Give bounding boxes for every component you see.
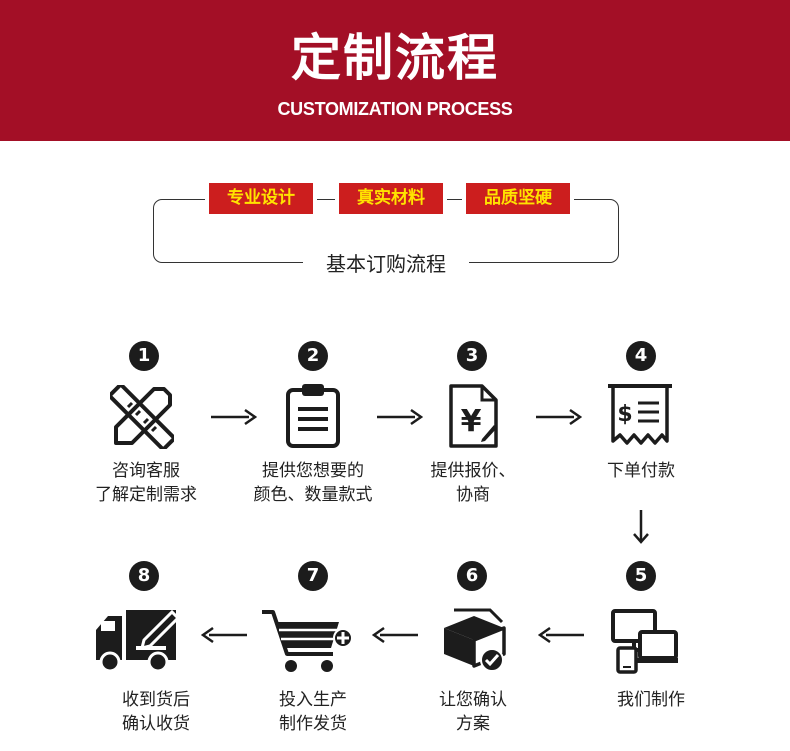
arrow-right-icon (211, 408, 257, 426)
step-6-line-1: 让您确认 (439, 690, 507, 710)
step-2-line-1: 提供您想要的 (262, 461, 364, 481)
step-4-number: 4 (626, 341, 656, 371)
step-7-label: 投入生产 制作发货 (213, 688, 413, 736)
step-3-line-2: 协商 (456, 485, 490, 505)
step-1-line-2: 了解定制需求 (95, 485, 197, 505)
arrow-left-icon (538, 626, 584, 644)
arrow-left-icon (201, 626, 247, 644)
yuan-document-icon: ¥ (449, 384, 498, 448)
step-4-line-1: 下单付款 (607, 461, 675, 481)
step-2-number: 2 (298, 341, 328, 371)
step-6-label: 让您确认 方案 (373, 688, 573, 736)
step-3-number: 3 (457, 341, 487, 371)
step-1-label: 咨询客服 了解定制需求 (46, 459, 246, 507)
step-7-line-2: 制作发货 (279, 714, 347, 734)
step-1-number: 1 (129, 341, 159, 371)
step-2-label: 提供您想要的 颜色、数量款式 (213, 459, 413, 507)
step-3-label: 提供报价、 协商 (373, 459, 573, 507)
step-7-line-1: 投入生产 (279, 690, 347, 710)
page-subtitle: CUSTOMIZATION PROCESS (277, 99, 513, 119)
step-6-line-2: 方案 (456, 714, 490, 734)
step-8-number: 8 (129, 561, 159, 591)
step-2-line-2: 颜色、数量款式 (253, 485, 373, 505)
feature-tag-design: 专业设计 (209, 183, 313, 214)
feature-tag-quality: 品质坚硬 (466, 183, 570, 214)
step-8-line-2: 确认收货 (122, 714, 190, 734)
arrow-right-icon (536, 408, 582, 426)
step-8-line-1: 收到货后 (122, 690, 190, 710)
process-caption: 基本订购流程 (303, 249, 469, 279)
step-4-label: 下单付款 (541, 459, 741, 483)
step-1-line-1: 咨询客服 (112, 461, 180, 481)
feature-tag-material: 真实材料 (339, 183, 443, 214)
package-check-icon (444, 608, 506, 672)
shopping-cart-icon (262, 610, 353, 672)
step-3-line-1: 提供报价、 (430, 461, 516, 481)
arrow-right-icon (377, 408, 423, 426)
header-banner: 定制流程 CUSTOMIZATION PROCESS (0, 0, 790, 141)
svg-text:¥: ¥ (461, 404, 482, 439)
step-8-label: 收到货后 确认收货 (56, 688, 256, 736)
step-5-number: 5 (626, 561, 656, 591)
delivery-truck-icon (96, 609, 181, 673)
clipboard-icon (286, 384, 340, 448)
page-title: 定制流程 (291, 29, 499, 87)
step-5-line-1: 我们制作 (617, 690, 685, 710)
ruler-pencil-icon (110, 385, 174, 449)
step-5-label: 我们制作 (551, 688, 751, 712)
devices-icon (611, 609, 678, 674)
arrow-down-icon (633, 510, 649, 544)
step-7-number: 7 (298, 561, 328, 591)
step-6-number: 6 (457, 561, 487, 591)
svg-text:$: $ (617, 402, 632, 427)
arrow-left-icon (372, 626, 418, 644)
receipt-icon: $ (608, 384, 672, 445)
